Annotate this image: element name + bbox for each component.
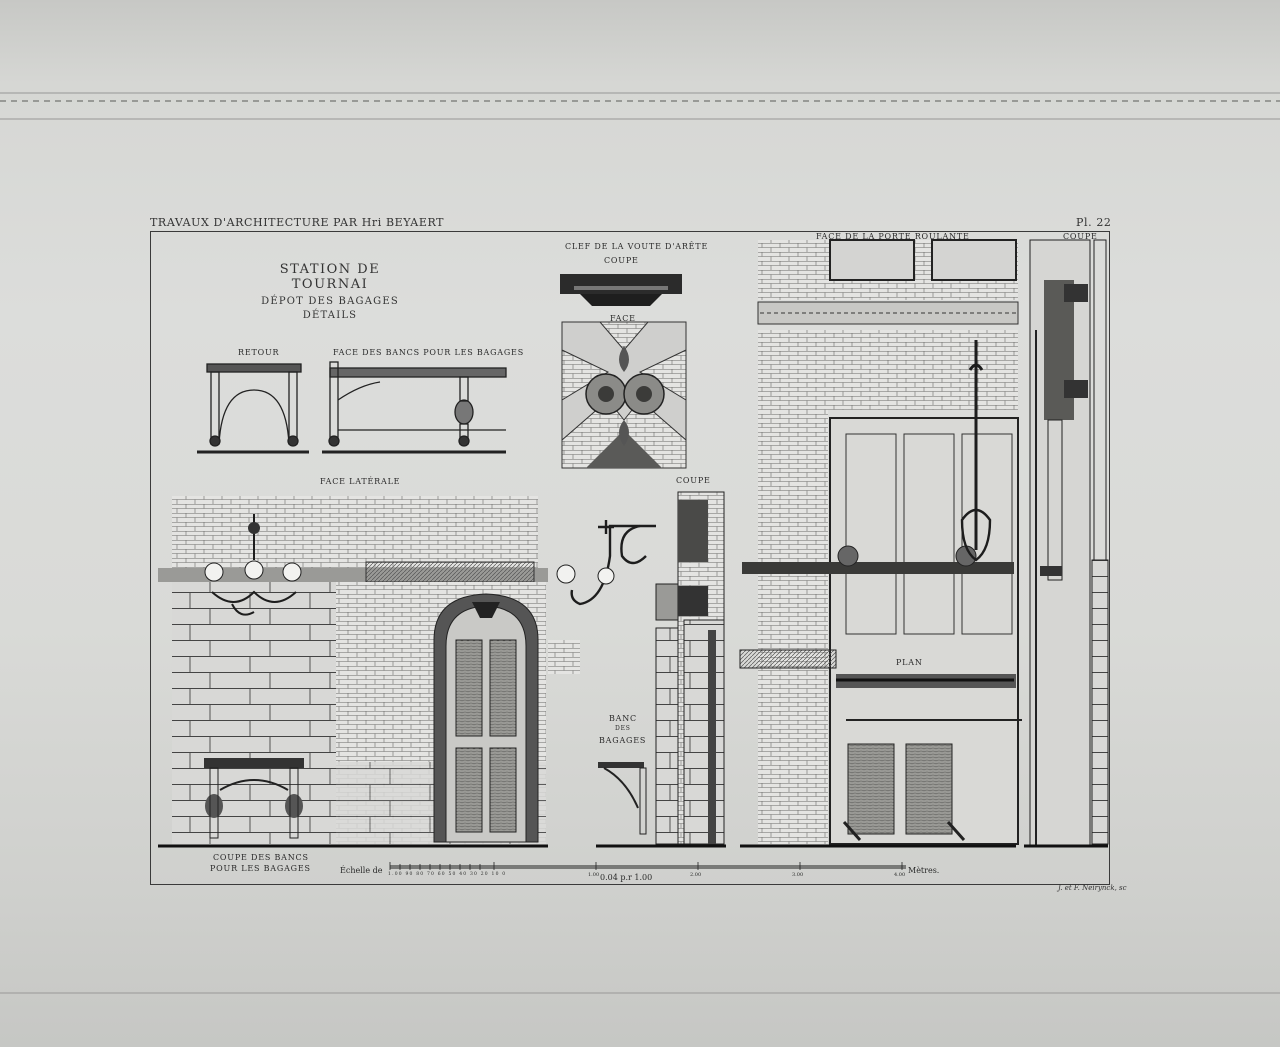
label-retour: RETOUR	[238, 348, 280, 357]
paper-fold	[0, 92, 1280, 94]
porte-roulante-drawing	[739, 239, 1022, 848]
scale-ratio: 0.04 p.r 1.00	[600, 873, 653, 882]
scale-prefix: Échelle de	[340, 866, 383, 875]
clef-face-drawing	[561, 321, 687, 469]
engraver-credit: J. et F. Neirynck, sc	[1058, 884, 1127, 892]
bracket-lamp-drawing	[570, 520, 656, 606]
paper-fold	[0, 992, 1280, 994]
scale-tick-4: 4.00	[894, 872, 906, 878]
scale-bar	[389, 862, 906, 870]
coupe-right-drawing	[1024, 239, 1109, 848]
label-face-bancs: FACE DES BANCS POUR LES BAGAGES	[333, 348, 524, 357]
title-depot: DÉPOT DES BAGAGES	[261, 296, 399, 307]
plate-header: TRAVAUX D'ARCHITECTURE PAR Hri BEYAERT	[150, 216, 445, 229]
drawing-frame	[150, 231, 1110, 885]
title-station: STATION DE TOURNAI	[279, 262, 381, 292]
lamp-globe	[556, 564, 576, 584]
label-banc: BANC	[609, 714, 637, 723]
scale-tick-2: 2.00	[690, 872, 702, 878]
title-details: DÉTAILS	[302, 310, 358, 321]
clef-coupe-drawing	[560, 274, 682, 306]
label-face-porte: FACE DE LA PORTE ROULANTE	[816, 232, 970, 241]
label-clef: CLEF DE LA VOUTE D'ARÊTE	[565, 242, 709, 251]
label-coupe-bancs-2: POUR LES BAGAGES	[210, 864, 311, 873]
label-coupe-top: COUPE	[604, 256, 639, 265]
label-coupe-bancs: COUPE DES BANCS	[213, 853, 309, 862]
scale-tick-3: 3.00	[792, 872, 804, 878]
coupe-mid-drawing	[596, 491, 726, 848]
scale-small-ticks: 1.00 90 80 70 60 50 40 30 20 10 0	[388, 872, 507, 877]
label-plan: PLAN	[896, 658, 923, 667]
face-bancs-drawing	[322, 361, 507, 454]
scale-tick-1: 1.00	[588, 872, 600, 878]
label-banc-des: DES	[615, 725, 631, 732]
stitch-line	[0, 100, 1280, 102]
plate-number: Pl. 22	[1076, 216, 1112, 229]
plate-title: STATION DE TOURNAI DÉPOT DES BAGAGES DÉT…	[240, 262, 420, 321]
face-laterale-drawing	[158, 496, 580, 848]
label-coupe-mid: COUPE	[676, 476, 711, 485]
paper-fold	[0, 118, 1280, 120]
retour-bench-drawing	[197, 363, 309, 454]
lamp-globe	[597, 567, 615, 585]
label-face: FACE	[610, 314, 636, 323]
label-face-laterale: FACE LATÉRALE	[320, 477, 401, 486]
label-banc-bagages: BAGAGES	[599, 736, 647, 745]
scale-unit: Mètres.	[908, 866, 940, 875]
label-coupe-right: COUPE	[1063, 232, 1098, 241]
